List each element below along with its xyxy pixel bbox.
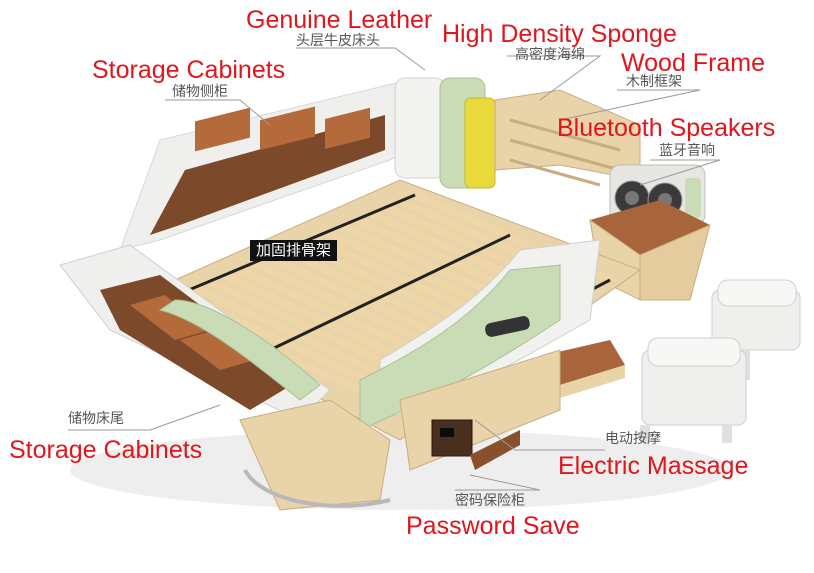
massage-drawer [545, 340, 625, 398]
label-wood-frame: Wood Frame [621, 49, 766, 77]
slat-rail [269, 233, 511, 352]
leader-lines [68, 47, 721, 491]
label-high-density-sponge: High Density Sponge [442, 20, 677, 48]
label-bluetooth-speakers-zh: 蓝牙音响 [659, 143, 715, 159]
label-slat-frame: 加固排骨架 [250, 240, 338, 261]
label-password-save: Password Save [406, 512, 580, 540]
ottoman-large [640, 337, 747, 443]
label-storage-cabinets-bottom-zh: 储物床尾 [68, 411, 124, 427]
wood-frame [494, 89, 641, 187]
label-wood-frame-zh: 木制框架 [626, 74, 682, 90]
password-safe [431, 419, 473, 457]
label-storage-cabinets-top: Storage Cabinets [92, 56, 286, 84]
nightstand [589, 200, 711, 301]
label-storage-cabinets-bottom: Storage Cabinets [9, 436, 203, 464]
label-electric-massage-zh: 电动按摩 [605, 431, 661, 447]
label-genuine-leather: Genuine Leather [246, 6, 433, 34]
headboard [394, 77, 496, 189]
side-storage-cabinet [119, 81, 431, 251]
front-base [399, 349, 561, 471]
foot-storage-cabinet [59, 244, 391, 511]
label-password-save-zh: 密码保险柜 [455, 493, 525, 509]
label-electric-massage: Electric Massage [558, 452, 749, 480]
label-bluetooth-speakers: Bluetooth Speakers [557, 114, 776, 142]
massage-remote-icon [485, 316, 530, 337]
label-high-density-sponge-zh: 高密度海绵 [515, 47, 585, 63]
label-genuine-leather-zh: 头层牛皮床头 [296, 33, 380, 49]
label-storage-cabinets-top-zh: 储物侧柜 [172, 84, 228, 100]
